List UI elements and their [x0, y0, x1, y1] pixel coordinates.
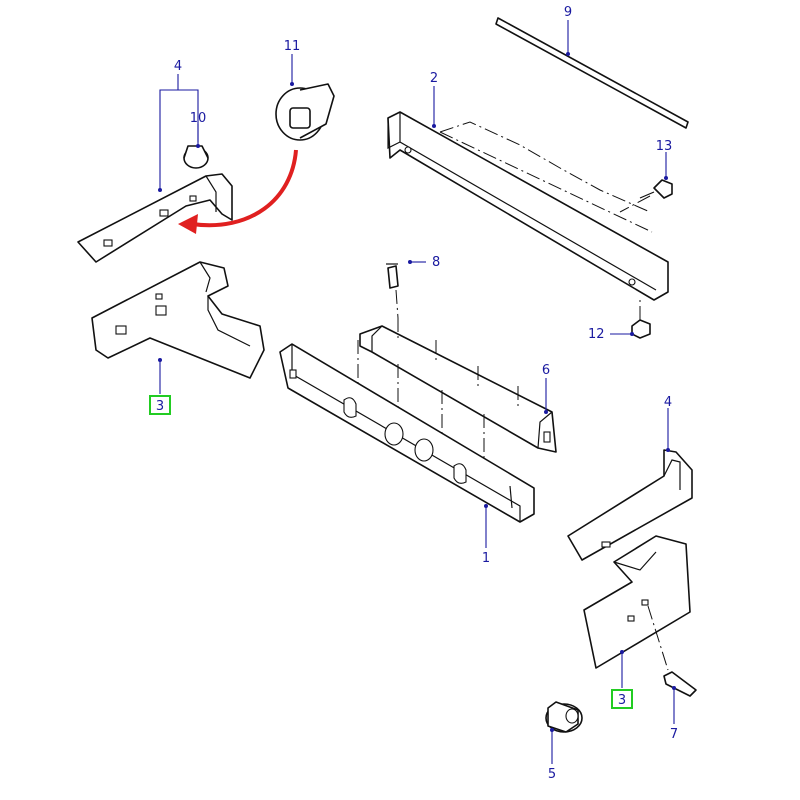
part-9-strip	[495, 17, 689, 129]
part-13-screw	[619, 179, 673, 213]
red-arrow	[178, 149, 298, 234]
part-3-left-corner-panel	[91, 261, 265, 379]
part-4-upper-left-panel	[77, 173, 233, 263]
callout-10: 10	[190, 111, 207, 126]
part-11-bush	[275, 83, 335, 141]
callout-3-left-box	[149, 395, 171, 415]
callout-4-upper: 4	[174, 59, 182, 74]
part-3-right-corner-panel	[583, 535, 691, 671]
part-8-screw	[386, 263, 399, 319]
part-10-clip	[183, 145, 209, 169]
part-5-bush	[545, 701, 583, 733]
callout-9: 9	[564, 5, 572, 20]
callout-3-right: 3	[618, 693, 626, 708]
callout-7: 7	[670, 727, 678, 742]
part-2-channel	[387, 111, 669, 301]
callout-4-right: 4	[664, 395, 672, 410]
callout-11: 11	[284, 39, 301, 54]
part-7-screw	[663, 671, 697, 697]
callout-12: 12	[588, 327, 605, 342]
part-1-crossmember	[279, 343, 535, 523]
callout-5: 5	[548, 767, 556, 782]
part-4-right-panel	[567, 449, 693, 561]
part-6-plate	[357, 318, 557, 458]
callouts: 9 2 11 4 10 13 8 12 3 6 1 4	[149, 5, 678, 782]
callout-3-right-box	[611, 689, 633, 709]
callout-6: 6	[542, 363, 550, 378]
callout-8: 8	[432, 255, 440, 270]
callout-1: 1	[482, 551, 490, 566]
part-12-screw	[631, 296, 651, 339]
callout-13: 13	[656, 139, 673, 154]
callout-2: 2	[430, 71, 438, 86]
callout-3-left: 3	[156, 399, 164, 414]
